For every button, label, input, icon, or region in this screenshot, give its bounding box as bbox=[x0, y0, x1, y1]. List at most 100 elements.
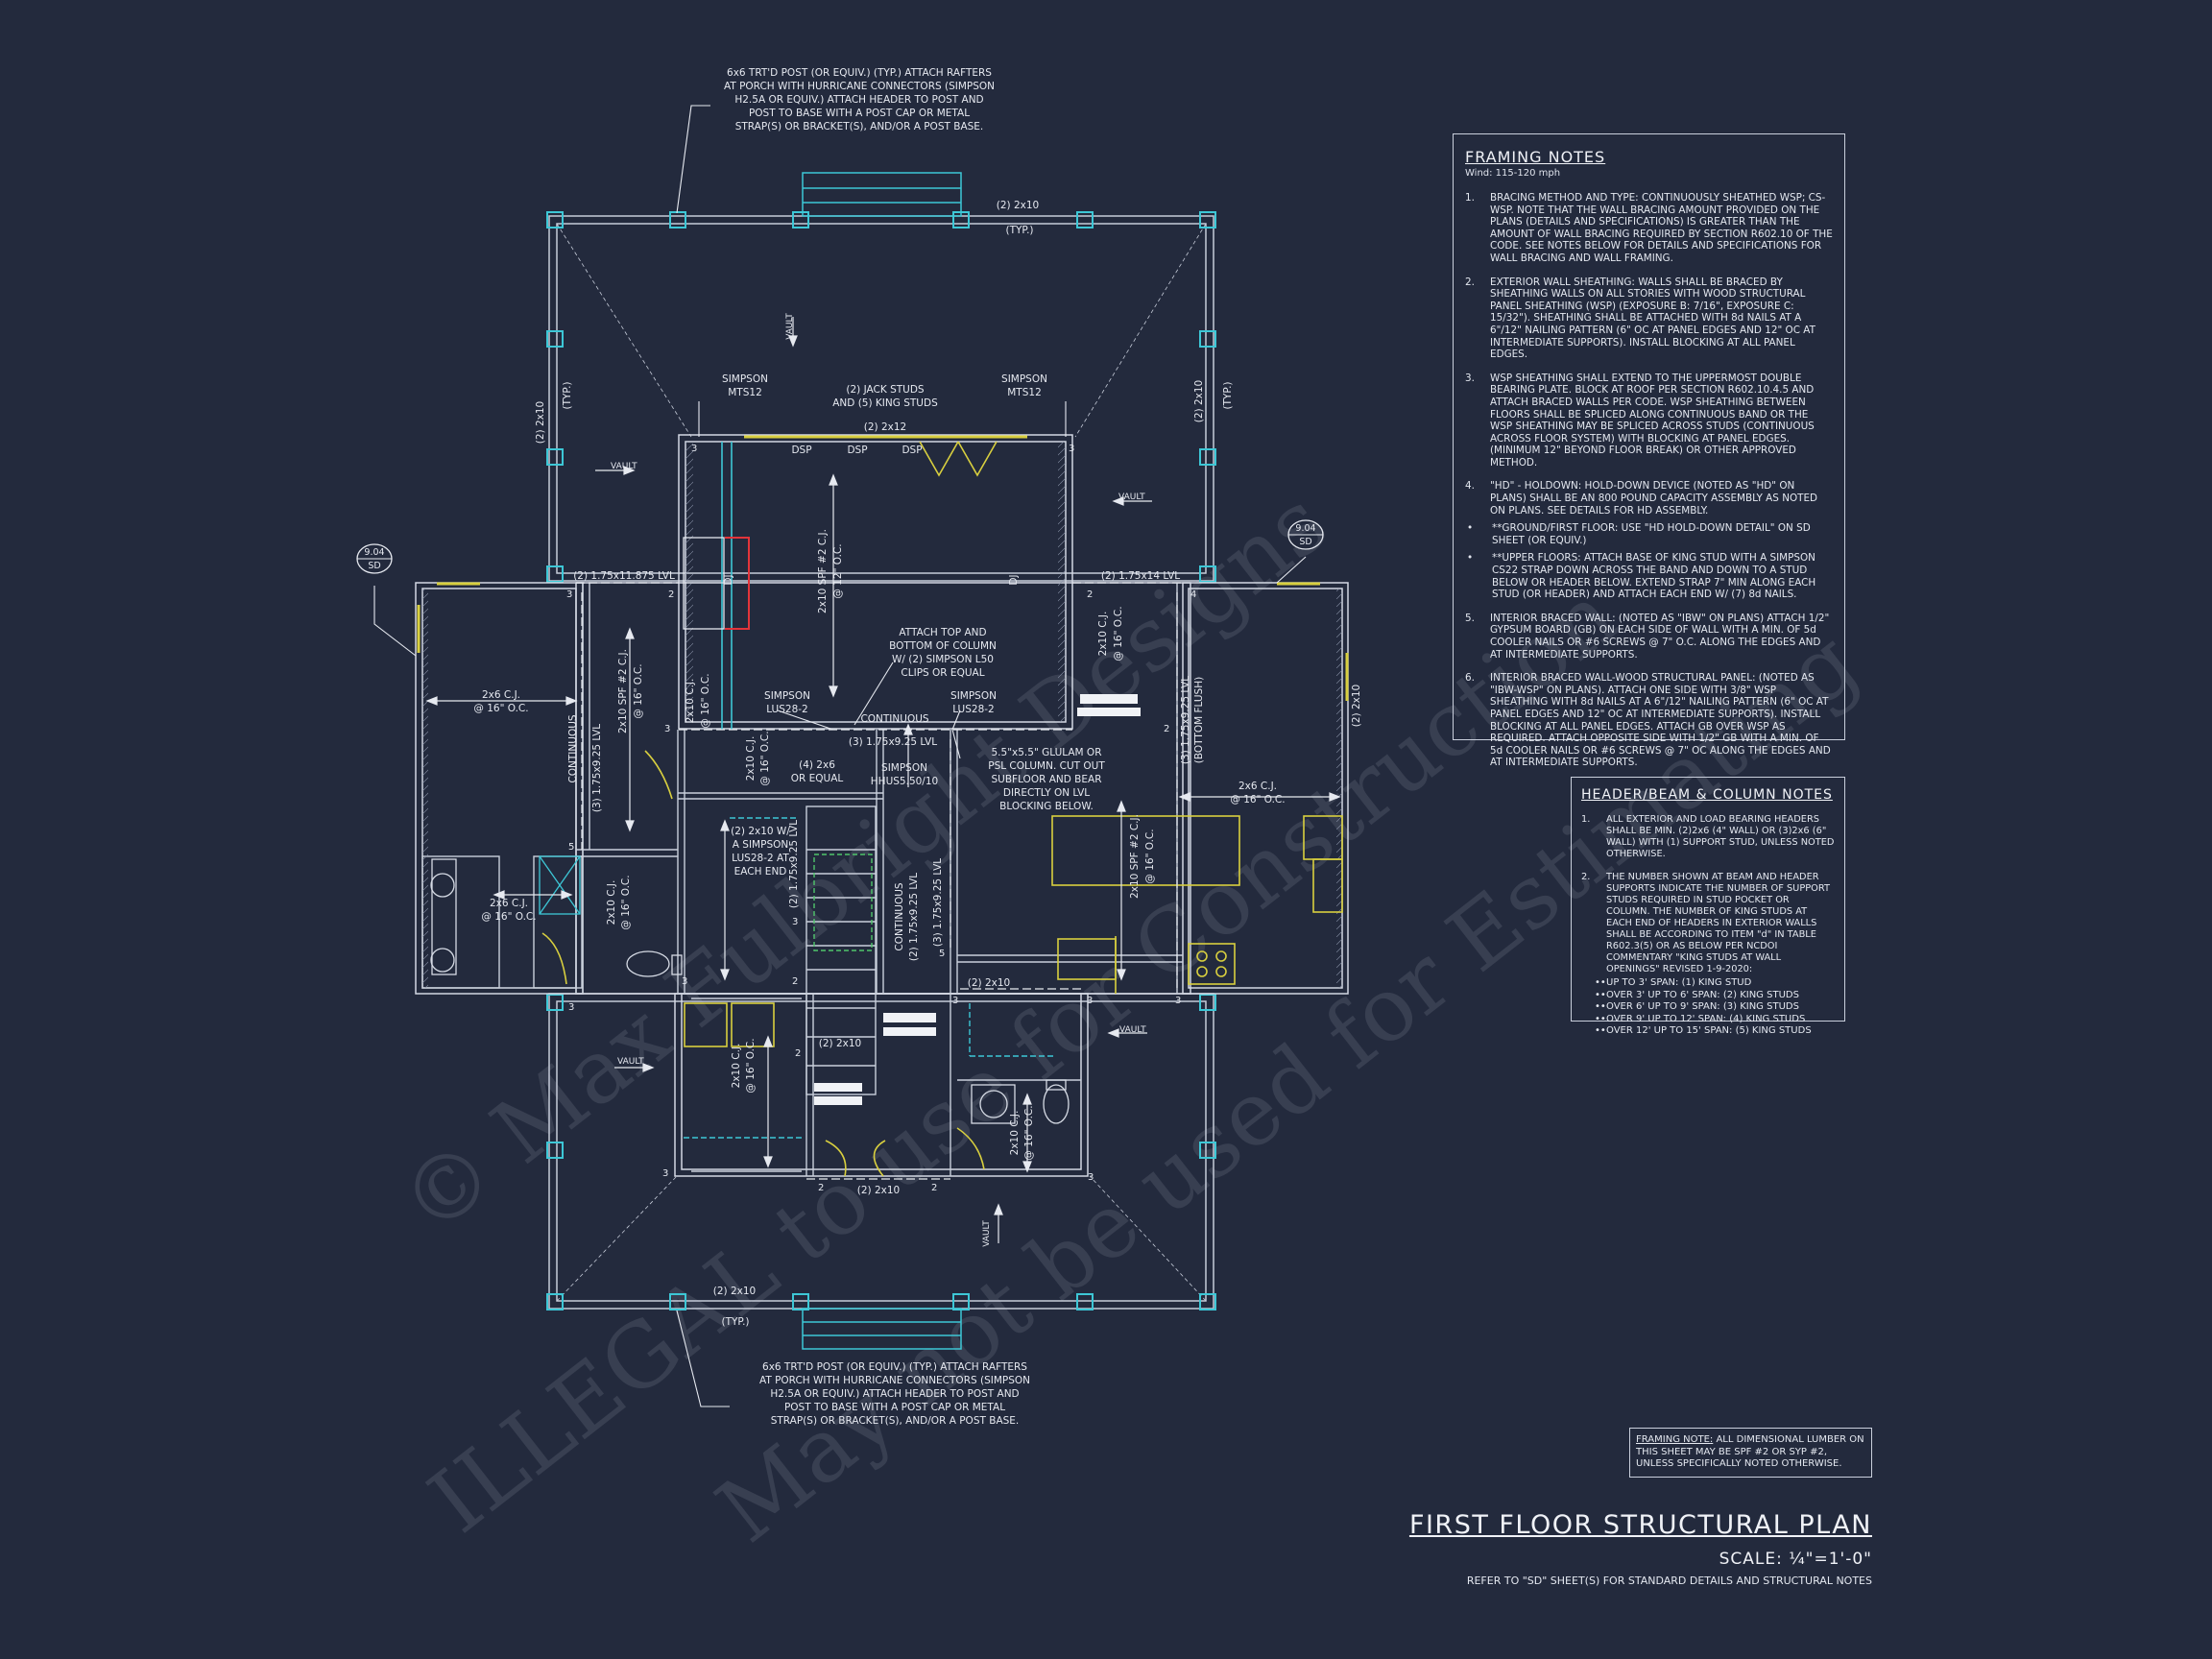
braced-wall-markers bbox=[814, 694, 1141, 1105]
king-stud-row-1: ••UP TO 3' SPAN: (1) KING STUD bbox=[1595, 977, 1752, 988]
header-beam-notes-panel: HEADER/BEAM & COLUMN NOTES 1.ALL EXTERIO… bbox=[1571, 777, 1845, 1036]
left-porch-typ: (TYP.) bbox=[562, 381, 573, 409]
glulam-2: PSL COLUMN. CUT OUT bbox=[988, 760, 1105, 772]
svg-text:3: 3 bbox=[952, 996, 958, 1006]
svg-text:2: 2 bbox=[1087, 589, 1093, 600]
framing-note-3: 3.WSP SHEATHING SHALL EXTEND TO THE UPPE… bbox=[1465, 373, 1833, 469]
attach-top-2: BOTTOM OF COLUMN bbox=[889, 640, 997, 652]
bubble-left-sd: SD bbox=[368, 561, 380, 571]
cj-2x10-lower-1: 2x10 C.J. bbox=[731, 1044, 742, 1089]
svg-text:3: 3 bbox=[1088, 1172, 1094, 1183]
attach-top-4: CLIPS OR EQUAL bbox=[901, 667, 984, 679]
attach-top-3: W/ (2) SIMPSON L50 bbox=[892, 654, 994, 665]
attach-top-1: ATTACH TOP AND bbox=[899, 627, 986, 638]
dsp-1: DSP bbox=[791, 445, 811, 456]
lus-each-4: EACH END bbox=[734, 866, 787, 878]
cj-2x6-right-2: @ 16" O.C. bbox=[1230, 794, 1285, 805]
note-num: 3. bbox=[1465, 372, 1475, 384]
cj-2x6-right-1: 2x6 C.J. bbox=[1238, 781, 1277, 792]
lvl-2-925-b: (2) 1.75x9.25 LVL bbox=[908, 873, 920, 961]
spf-right-1: 2x10 SPF #2 C.J. bbox=[1129, 814, 1141, 899]
svg-text:2: 2 bbox=[795, 1048, 801, 1059]
bullet-text: **GROUND/FIRST FLOOR: USE "HD HOLD-DOWN … bbox=[1492, 522, 1811, 546]
continuous-stair: CONTINUOUS bbox=[894, 882, 905, 950]
lus28-right-2: LUS28-2 bbox=[952, 704, 995, 715]
note-num: 1. bbox=[1465, 192, 1475, 204]
doors-and-fixtures bbox=[417, 435, 1349, 1177]
vault-5: VAULT bbox=[1119, 1025, 1146, 1035]
framing-bullet-1: •**GROUND/FIRST FLOOR: USE "HD HOLD-DOWN… bbox=[1465, 522, 1833, 546]
framing-notes-title: FRAMING NOTES bbox=[1465, 148, 1606, 166]
cj-2x10-bath-1: 2x10 C.J. bbox=[606, 880, 617, 926]
right-porch-header: (2) 2x10 bbox=[1193, 380, 1205, 422]
right-wall-header: (2) 2x10 bbox=[1351, 685, 1362, 727]
cj-2x10-rear-1: 2x10 C.J. bbox=[1009, 1111, 1021, 1156]
lvl-2-925-stair: (2) 1.75x9.25 LVL bbox=[788, 820, 800, 908]
note-text: THE NUMBER SHOWN AT BEAM AND HEADER SUPP… bbox=[1606, 872, 1830, 974]
svg-text:2: 2 bbox=[668, 589, 674, 600]
header-2x10-rear: (2) 2x10 bbox=[857, 1185, 900, 1196]
vault-6: VAULT bbox=[982, 1220, 992, 1247]
note-num: 5. bbox=[1465, 612, 1475, 624]
bullet-text: **UPPER FLOORS: ATTACH BASE OF KING STUD… bbox=[1492, 552, 1816, 601]
post-note-bottom-5: STRAP(S) OR BRACKET(S), AND/OR A POST BA… bbox=[771, 1415, 1020, 1427]
span-text: OVER 3' UP TO 6' SPAN: (2) KING STUDS bbox=[1606, 989, 1799, 1000]
svg-text:3: 3 bbox=[664, 724, 670, 734]
jack-studs-1: (2) JACK STUDS bbox=[846, 384, 925, 396]
svg-text:3: 3 bbox=[792, 917, 798, 927]
lvl-left-vertical: (3) 1.75x9.25 LVL bbox=[591, 724, 603, 812]
lvl-flush-1: (3) 1.75x9.25 LVL bbox=[1180, 676, 1191, 764]
post-note-bottom-2: AT PORCH WITH HURRICANE CONNECTORS (SIMP… bbox=[759, 1375, 1030, 1386]
cj-2x10-top-right-1: 2x10 C.J. bbox=[1097, 612, 1109, 657]
note-text: BRACING METHOD AND TYPE: CONTINUOUSLY SH… bbox=[1490, 192, 1833, 264]
glulam-3: SUBFLOOR AND BEAR bbox=[991, 774, 1101, 785]
post-note-bottom-1: 6x6 TRT'D POST (OR EQUIV.) (TYP.) ATTACH… bbox=[762, 1361, 1027, 1373]
svg-text:3: 3 bbox=[568, 1002, 574, 1013]
lus28-left-2: LUS28-2 bbox=[766, 704, 808, 715]
header-notes-title: HEADER/BEAM & COLUMN NOTES bbox=[1581, 787, 1833, 803]
beams bbox=[576, 582, 1183, 1180]
hhus-2: HHUS5.50/10 bbox=[871, 776, 938, 787]
note-text: INTERIOR BRACED WALL-WOOD STRUCTURAL PAN… bbox=[1490, 672, 1831, 769]
two-2x6-2: OR EQUAL bbox=[791, 773, 844, 784]
cj-2x10-left-2: @ 16" O.C. bbox=[700, 673, 711, 728]
note-num: 6. bbox=[1465, 672, 1475, 685]
span-arrows bbox=[425, 317, 1341, 1243]
dsp-2: DSP bbox=[847, 445, 867, 456]
svg-text:3: 3 bbox=[1069, 444, 1074, 454]
header-2x12: (2) 2x12 bbox=[864, 421, 906, 433]
svg-text:3: 3 bbox=[682, 976, 687, 987]
framing-note-4: 4."HD" - HOLDOWN: HOLD-DOWN DEVICE (NOTE… bbox=[1465, 480, 1833, 517]
dj-left: DJ bbox=[723, 574, 734, 585]
framing-note-6: 6. INTERIOR BRACED WALL-WOOD STRUCTURAL P… bbox=[1465, 672, 1833, 769]
framing-notes-panel: FRAMING NOTES Wind: 115-120 mph 1.BRACIN… bbox=[1453, 133, 1845, 768]
glulam-5: BLOCKING BELOW. bbox=[999, 801, 1094, 812]
framing-note-text: ALL DIMENSIONAL LUMBER ON THIS SHEET MAY… bbox=[1636, 1434, 1864, 1469]
framing-note-1: 1. BRACING METHOD AND TYPE: CONTINUOUSLY … bbox=[1465, 192, 1833, 265]
header-2x10-stair: (2) 2x10 bbox=[819, 1038, 861, 1049]
cj-2x10-rear-2: @ 16" O.C. bbox=[1023, 1105, 1035, 1160]
two-2x6-1: (4) 2x6 bbox=[799, 759, 835, 771]
bottom-header-label: (2) 2x10 bbox=[713, 1286, 756, 1297]
porch-posts bbox=[546, 211, 1216, 1310]
note-num: 1. bbox=[1581, 814, 1591, 825]
hhus-1: SIMPSON bbox=[881, 762, 927, 774]
lus-each-1: (2) 2x10 W/ bbox=[731, 826, 790, 837]
span-text: OVER 9' UP TO 12' SPAN: (4) KING STUDS bbox=[1606, 1013, 1806, 1024]
refer-note: REFER TO "SD" SHEET(S) FOR STANDARD DETA… bbox=[1466, 1575, 1872, 1587]
fireplace bbox=[683, 537, 750, 630]
continuous-top: CONTINUOUS bbox=[860, 713, 928, 725]
cj-2x10-mid-2: @ 16" O.C. bbox=[759, 731, 771, 785]
vault-2: VAULT bbox=[611, 462, 637, 471]
cj-2x6-bath-1: 2x6 C.J. bbox=[490, 898, 528, 909]
stair-markers bbox=[684, 817, 1056, 1139]
mts12-right-1: SIMPSON bbox=[1001, 373, 1047, 385]
bubble-left-num: 9.04 bbox=[364, 547, 384, 558]
svg-text:5: 5 bbox=[939, 949, 945, 959]
vault-3: VAULT bbox=[1118, 493, 1145, 502]
lvl-3-925-b: (3) 1.75x9.25 LVL bbox=[932, 858, 944, 947]
svg-text:2: 2 bbox=[931, 1183, 937, 1193]
cj-2x10-left-1: 2x10 C.J. bbox=[685, 679, 696, 724]
